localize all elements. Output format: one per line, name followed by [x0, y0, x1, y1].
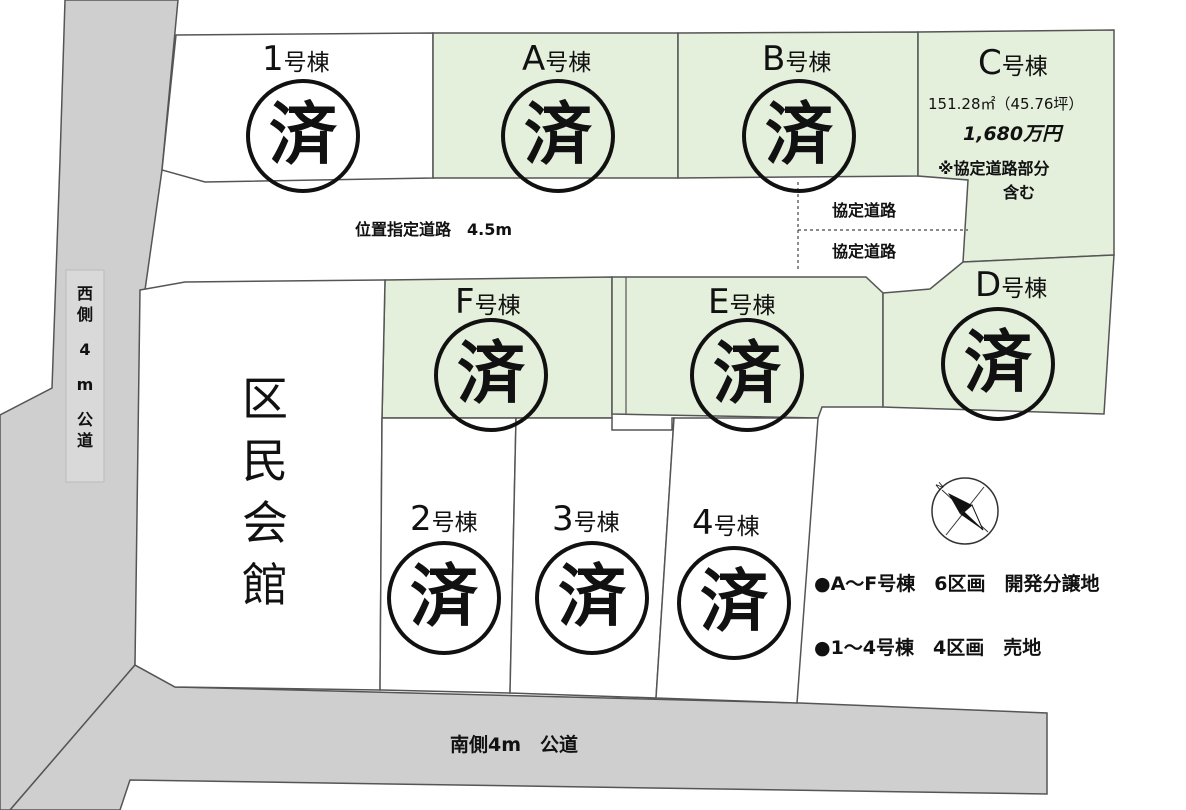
lot-C-note-line2: 含む	[1003, 183, 1036, 202]
lot-C-area: 151.28㎡（45.76坪）	[928, 95, 1084, 113]
lot-F-label: F号棟	[455, 282, 521, 322]
lot-3-sold-stamp: 済	[535, 541, 649, 655]
lot-4-sold-stamp: 済	[677, 546, 791, 660]
lot-1-sold-stamp: 済	[246, 79, 360, 193]
lot-C-label: C号棟	[978, 43, 1048, 83]
lot-A-sold-stamp: 済	[501, 79, 615, 193]
west-road-label-box	[65, 269, 105, 483]
lot-D-label: D号棟	[975, 265, 1048, 305]
legend-sale-lots: ●1～4号棟 4区画 売地	[814, 637, 1042, 659]
lot-A-label: A号棟	[522, 39, 592, 79]
lot-B-sold-stamp: 済	[742, 79, 856, 193]
lot-1-label: 1号棟	[262, 39, 330, 79]
lot-E-label: E号棟	[708, 282, 776, 322]
lot-4-label: 4号棟	[692, 503, 760, 543]
legend-development-lots: ●A～F号棟 6区画 開発分譲地	[814, 573, 1100, 595]
west-road-label: 西 側 4 m 公 道	[76, 284, 94, 450]
agreement-road-lower-label: 協定道路	[832, 242, 897, 261]
lot-B-label: B号棟	[762, 39, 832, 79]
lot-C-note: ※協定道路部分	[938, 159, 1050, 178]
south-road-label: 南側4m 公道	[450, 734, 579, 756]
designated-road-label: 位置指定道路 4.5m	[355, 220, 513, 239]
agreement-road-upper-label: 協定道路	[832, 201, 897, 220]
lot-E-sold-stamp: 済	[690, 318, 804, 432]
south-public-road	[9, 664, 1048, 810]
lot-F-sold-stamp: 済	[434, 318, 548, 432]
lot-3-label: 3号棟	[552, 499, 620, 539]
lot-2-label: 2号棟	[410, 499, 478, 539]
lot-D-sold-stamp: 済	[941, 307, 1055, 421]
lot-C-price: 1,680万円	[963, 123, 1062, 145]
lot-2-sold-stamp: 済	[387, 541, 501, 655]
compass-icon	[931, 477, 999, 545]
community-hall-label: 区 民 会 館	[242, 372, 288, 612]
